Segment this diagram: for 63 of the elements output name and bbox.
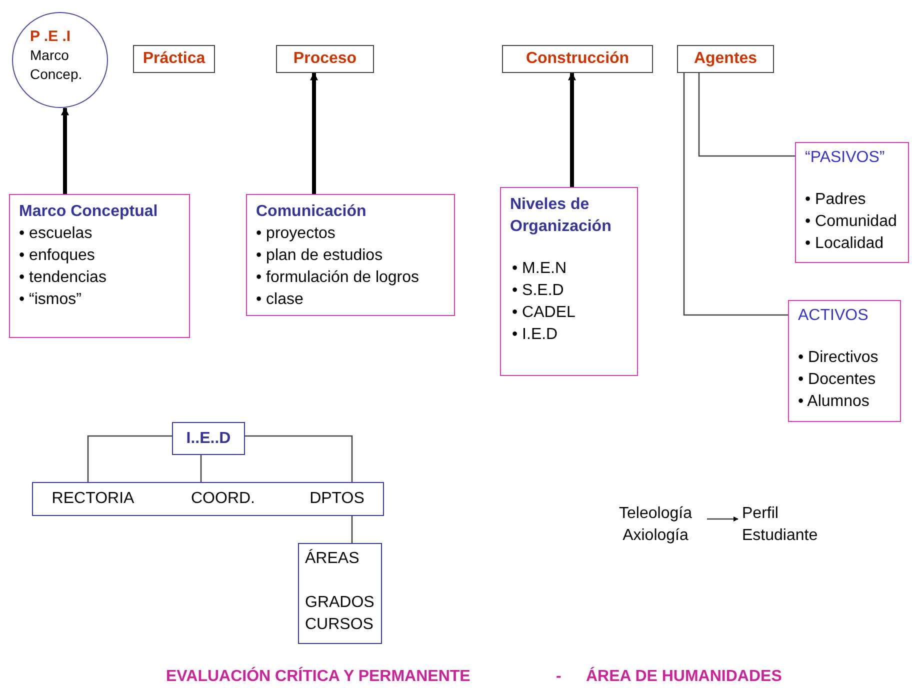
list-box <box>500 187 638 376</box>
empty-box <box>32 482 384 516</box>
list-item: • Docentes <box>798 370 877 390</box>
heading-box <box>502 45 653 73</box>
list-item: • Localidad <box>805 234 885 254</box>
list-box <box>9 194 190 338</box>
list-item: • I.E.D <box>511 325 559 345</box>
connector-line <box>683 73 788 316</box>
node-text: DPTOS <box>310 489 364 509</box>
box-title: Comunicación <box>256 202 368 222</box>
connector-line <box>200 455 202 483</box>
connector-line <box>245 435 353 483</box>
list-item: • clase <box>256 290 304 310</box>
box-title: Niveles de Organización <box>510 195 612 237</box>
list-box <box>246 194 455 316</box>
list-item: • escuelas <box>19 224 94 244</box>
arrow <box>61 107 69 194</box>
list-item: • tendencias <box>19 268 108 288</box>
heading-box <box>677 45 774 73</box>
arrow <box>707 516 739 522</box>
box-title: Proceso <box>293 49 357 69</box>
list-item: • formulación de logros <box>256 268 420 288</box>
connector-line <box>87 435 172 483</box>
list-item: • CADEL <box>511 303 576 323</box>
connector-line <box>698 73 795 157</box>
box-title: Construcción <box>526 49 630 69</box>
box-title: I..E..D <box>186 428 231 448</box>
list-item: • proyectos <box>256 224 336 244</box>
arrow <box>310 72 318 194</box>
box-title: ACTIVOS <box>798 306 870 326</box>
list-item: • M.E.N <box>511 259 568 279</box>
list-item: • plan de estudios <box>256 246 384 266</box>
node-text: ÁREAS <box>305 548 360 569</box>
node-text: Perfil Estudiante <box>742 504 819 546</box>
list-item: • enfoques <box>19 246 96 266</box>
list-item: • Padres <box>805 190 867 210</box>
box-title: P .E .I <box>30 27 72 46</box>
footer-text: EVALUACIÓN CRÍTICA Y PERMANENTE <box>166 668 470 686</box>
footer-text: ÁREA DE HUMANIDADES <box>586 668 782 686</box>
list-item: • Alumnos <box>798 392 870 412</box>
org-box <box>298 543 382 644</box>
heading-box <box>133 45 215 73</box>
node-text: RECTORIA <box>52 489 134 509</box>
node-text: COORD. <box>191 489 255 509</box>
box-title: Práctica <box>142 49 206 69</box>
box-title: Agentes <box>694 49 758 69</box>
org-box <box>172 422 245 455</box>
node-text: Teleología Axiología <box>618 504 693 546</box>
box-title: Marco Conceptual <box>19 202 159 222</box>
heading-box <box>276 45 374 73</box>
arrow <box>568 72 576 187</box>
list-item: • “ismos” <box>19 290 82 310</box>
node-text: GRADOS CURSOS <box>305 593 375 635</box>
connector-line <box>351 515 353 543</box>
concept-circle <box>12 12 108 108</box>
list-item: • Comunidad <box>805 212 898 232</box>
footer-text: - <box>556 668 562 686</box>
list-item: • Directivos <box>798 348 880 368</box>
list-item: Marco Concep. <box>30 46 84 84</box>
box-title: “PASIVOS” <box>805 148 886 168</box>
list-item: • S.E.D <box>511 281 565 301</box>
list-box <box>788 300 901 422</box>
list-box <box>795 142 909 263</box>
